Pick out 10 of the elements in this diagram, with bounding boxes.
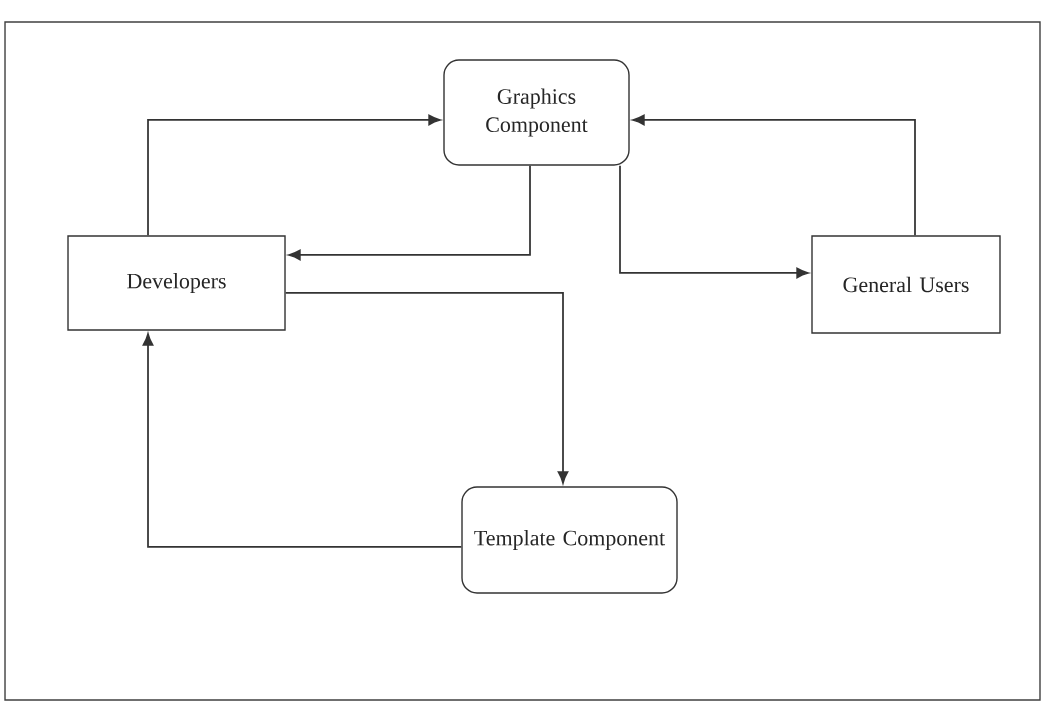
arrow	[147, 114, 441, 237]
arrow	[142, 333, 463, 548]
component-box: Graphics Component	[443, 59, 630, 166]
arrow	[284, 292, 569, 484]
arrow	[619, 164, 809, 279]
actor-box: Developers	[67, 235, 286, 331]
arrow	[288, 164, 531, 261]
actor-box: General Users	[811, 235, 1001, 334]
component-box: Template Component	[461, 486, 678, 594]
arrow	[632, 114, 916, 237]
